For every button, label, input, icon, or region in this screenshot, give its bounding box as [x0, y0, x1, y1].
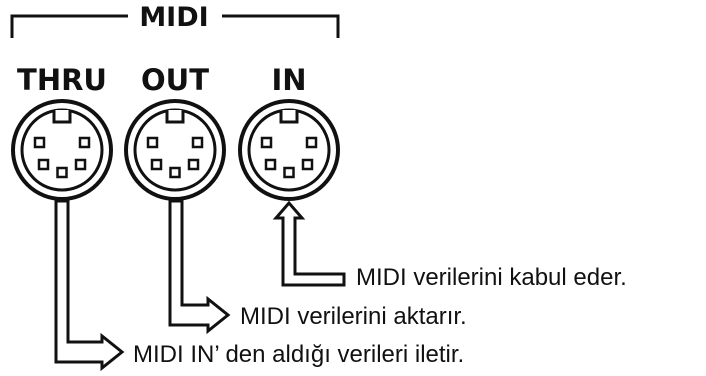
- thru-din-connector-icon: [11, 99, 113, 201]
- in-description: MIDI verilerini kabul eder.: [356, 264, 627, 291]
- in-port-label: IN: [271, 63, 307, 97]
- midi-group-bracket: [10, 14, 340, 38]
- in-din-connector-icon: [238, 99, 340, 201]
- in-arrow: [272, 200, 346, 287]
- thru-arrow: [54, 199, 125, 372]
- thru-description: MIDI IN’ den aldığı verileri iletir.: [133, 341, 465, 368]
- out-arrow: [168, 199, 231, 335]
- out-port-label: OUT: [141, 63, 209, 97]
- out-din-connector-icon: [124, 99, 226, 201]
- out-description: MIDI verilerini aktarır.: [240, 303, 467, 330]
- thru-port-label: THRU: [17, 63, 107, 97]
- midi-group-title: MIDI: [139, 2, 209, 33]
